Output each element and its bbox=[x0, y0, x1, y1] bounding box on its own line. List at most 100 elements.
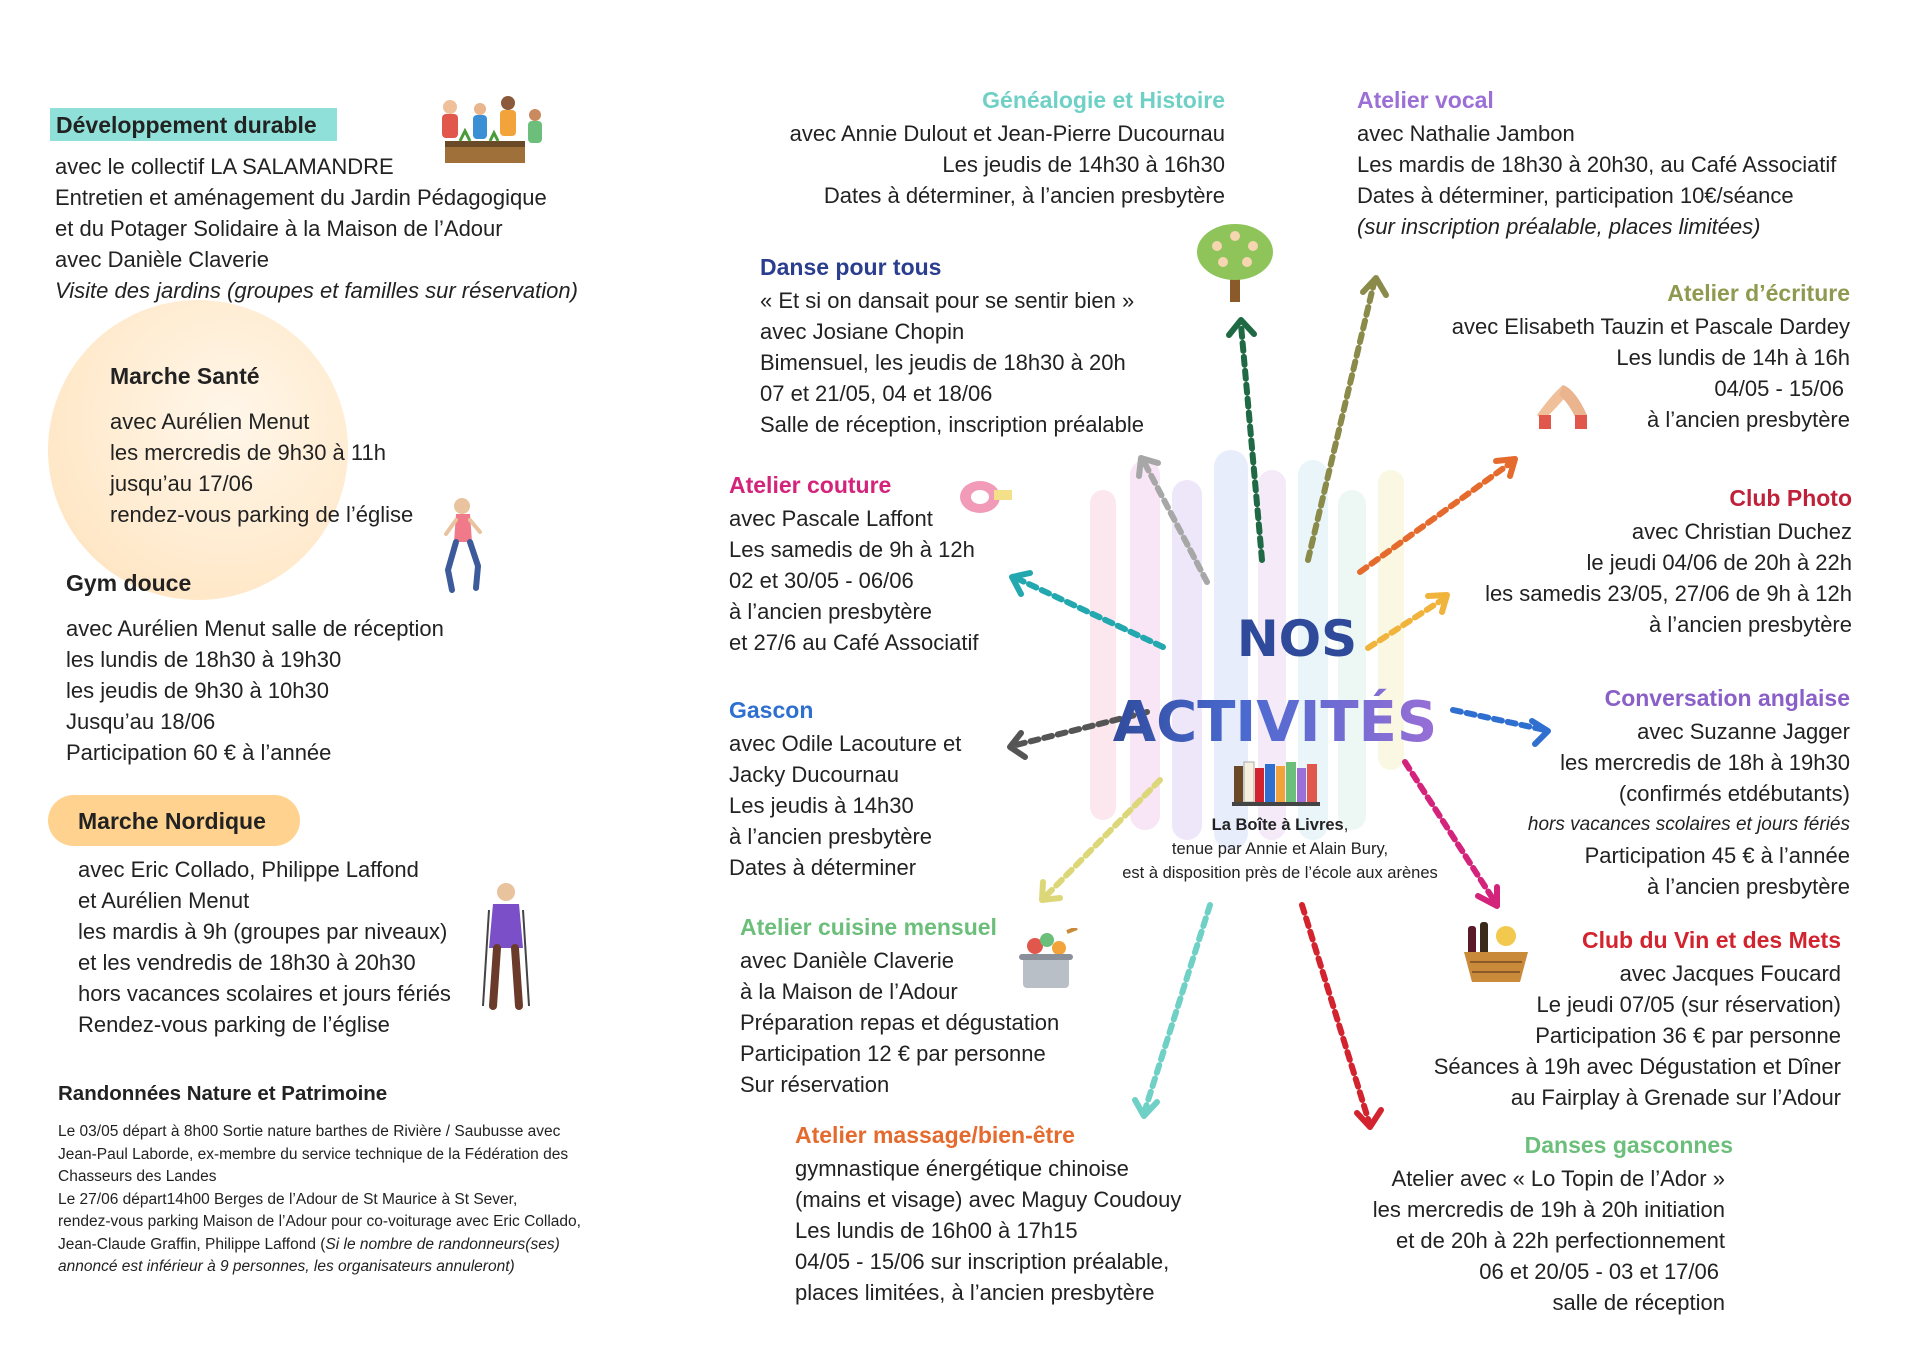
gym-douce-title: Gym douce bbox=[66, 570, 192, 596]
vin-line: au Fairplay à Grenade sur l’Adour bbox=[1510, 1085, 1841, 1110]
marche-sante-circle bbox=[48, 300, 348, 600]
jogging-woman-icon bbox=[444, 498, 482, 593]
genealogie-title: Généalogie et Histoire bbox=[982, 87, 1225, 113]
vocal-title: Atelier vocal bbox=[1357, 87, 1494, 113]
arrow-couture bbox=[1013, 575, 1166, 650]
marche-sante-line: avec Aurélien Menut bbox=[110, 409, 310, 434]
danses-gasconnes-block: Danses gasconnes Atelier avec « Lo Topin… bbox=[1372, 1130, 1733, 1318]
cooking-pot-icon bbox=[1019, 928, 1078, 988]
randonnees-block: Randonnées Nature et Patrimoine Le 03/05… bbox=[58, 1078, 581, 1279]
family-tree-icon bbox=[1197, 224, 1273, 302]
danses-gasconnes-line: les mercredis de 19h à 20h initiation bbox=[1372, 1197, 1725, 1222]
dev-durable-line: avec le collectif LA SALAMANDRE bbox=[55, 154, 394, 179]
couture-title: Atelier couture bbox=[729, 472, 892, 498]
couture-line: 02 et 30/05 - 06/06 bbox=[729, 568, 914, 593]
gym-douce-block: Gym douce avec Aurélien Menut salle de r… bbox=[66, 568, 444, 768]
arrow-anglaise-down bbox=[1402, 759, 1498, 905]
boite-comma: , bbox=[1343, 816, 1349, 834]
danses-gasconnes-line: Atelier avec « Lo Topin de l’Ador » bbox=[1391, 1166, 1725, 1191]
genealogie-line: Dates à déterminer, à l’ancien presbytèr… bbox=[823, 183, 1225, 208]
arrow-anglaise bbox=[1450, 707, 1548, 733]
vocal-block: Atelier vocal avec Nathalie Jambon Les m… bbox=[1357, 85, 1836, 242]
gardening-people-icon bbox=[442, 96, 542, 163]
vocal-italic: (sur inscription préalable, places limit… bbox=[1357, 214, 1761, 239]
marche-nordique-line: Rendez-vous parking de l’église bbox=[78, 1012, 390, 1037]
massage-line: Les lundis de 16h00 à 17h15 bbox=[795, 1218, 1078, 1243]
randonnees-mixed-italic: Si le nombre de randonneurs(ses) bbox=[325, 1235, 560, 1253]
vin-line: Séances à 19h avec Dégustation et Dîner bbox=[1433, 1054, 1841, 1079]
randonnees-line: Chasseurs des Landes bbox=[58, 1168, 217, 1185]
couture-block: Atelier couture avec Pascale Laffont Les… bbox=[729, 470, 979, 658]
danses-gasconnes-line: 06 et 20/05 - 03 et 17/06 bbox=[1479, 1259, 1719, 1284]
danses-gasconnes-line: salle de réception bbox=[1552, 1290, 1725, 1315]
boite-line: est à disposition près de l’école aux ar… bbox=[1122, 864, 1438, 882]
marche-nordique-title: Marche Nordique bbox=[48, 795, 300, 846]
arrow-danse bbox=[1140, 457, 1210, 585]
photo-line: le jeudi 04/06 de 20h à 22h bbox=[1586, 550, 1852, 575]
dev-durable-block: Développement durable avec le collectif … bbox=[50, 108, 578, 306]
marche-sante-line: rendez-vous parking de l’église bbox=[110, 502, 414, 527]
photo-title: Club Photo bbox=[1729, 485, 1852, 511]
boite-line: tenue par Annie et Alain Bury, bbox=[1171, 840, 1389, 858]
couture-line: Les samedis de 9h à 12h bbox=[729, 537, 975, 562]
danse-block: Danse pour tous « Et si on dansait pour … bbox=[760, 252, 1144, 440]
ecriture-line: 04/05 - 15/06 bbox=[1714, 376, 1844, 401]
arrow-cuisine bbox=[1042, 777, 1163, 900]
cuisine-line: Participation 12 € par personne bbox=[740, 1041, 1046, 1066]
dev-durable-italic: Visite des jardins (groupes et familles … bbox=[55, 278, 578, 303]
massage-line: gymnastique énergétique chinoise bbox=[795, 1156, 1129, 1181]
massage-block: Atelier massage/bien-être gymnastique én… bbox=[795, 1120, 1181, 1308]
marche-sante-title: Marche Santé bbox=[110, 363, 260, 389]
anglaise-line: les mercredis de 18h à 19h30 bbox=[1560, 750, 1850, 775]
marche-nordique-line: et Aurélien Menut bbox=[78, 888, 250, 913]
boite-title: La Boîte à Livres bbox=[1211, 816, 1344, 834]
ecriture-block: Atelier d’écriture avec Elisabeth Tauzin… bbox=[1452, 278, 1850, 435]
center-title-line1: NOS bbox=[1236, 610, 1358, 668]
vin-line: avec Jacques Foucard bbox=[1619, 961, 1841, 986]
gym-douce-line: les lundis de 18h30 à 19h30 bbox=[66, 647, 342, 672]
cuisine-line: Préparation repas et dégustation bbox=[740, 1010, 1060, 1035]
genealogie-block: Généalogie et Histoire avec Annie Dulout… bbox=[790, 85, 1225, 211]
couture-line: avec Pascale Laffont bbox=[729, 506, 933, 531]
cuisine-line: à la Maison de l’Adour bbox=[740, 979, 958, 1004]
vocal-line: avec Nathalie Jambon bbox=[1357, 121, 1575, 146]
randonnees-mixed-normal: Jean-Claude Graffin, Philippe Laffond ( bbox=[58, 1235, 326, 1253]
randonnees-mixed-line: Jean-Claude Graffin, Philippe Laffond (S… bbox=[58, 1234, 581, 1257]
photo-line: avec Christian Duchez bbox=[1631, 519, 1852, 544]
vin-line: Le jeudi 07/05 (sur réservation) bbox=[1536, 992, 1842, 1017]
arrow-photo bbox=[1365, 595, 1448, 651]
arrow-massage bbox=[1142, 902, 1213, 1113]
marche-sante-line: les mercredis de 9h30 à 11h bbox=[110, 440, 386, 465]
marche-sante-line: jusqu’au 17/06 bbox=[110, 471, 254, 496]
gascon-line: Dates à déterminer bbox=[729, 855, 917, 880]
randonnees-line: Jean-Paul Laborde, ex-membre du service … bbox=[58, 1145, 569, 1163]
marche-nordique-line: et les vendredis de 18h30 à 20h30 bbox=[78, 950, 416, 975]
danse-line: « Et si on dansait pour se sentir bien » bbox=[760, 288, 1135, 313]
randonnees-last-italic: annoncé est inférieur à 9 personnes, les… bbox=[58, 1258, 515, 1275]
arrow-gascon bbox=[1009, 709, 1150, 749]
cuisine-title: Atelier cuisine mensuel bbox=[740, 914, 997, 940]
anglaise-line2: à l’ancien presbytère bbox=[1646, 874, 1850, 899]
danse-line: Salle de réception, inscription préalabl… bbox=[760, 412, 1145, 437]
vocal-line: Les mardis de 18h30 à 20h30, au Café Ass… bbox=[1357, 152, 1837, 177]
vocal-line: Dates à déterminer, participation 10€/sé… bbox=[1357, 183, 1794, 208]
hiking-man-icon bbox=[482, 883, 530, 1010]
cuisine-block: Atelier cuisine mensuel avec Danièle Cla… bbox=[740, 912, 1059, 1100]
arrow-ecriture bbox=[1357, 459, 1515, 575]
massage-line: 04/05 - 15/06 sur inscription préalable, bbox=[795, 1249, 1170, 1274]
cuisine-line: Sur réservation bbox=[740, 1072, 890, 1097]
gascon-line: avec Odile Lacouture et bbox=[729, 731, 962, 756]
danses-gasconnes-line: et de 20h à 22h perfectionnement bbox=[1395, 1228, 1725, 1253]
randonnees-line: rendez-vous parking Maison de l’Adour po… bbox=[58, 1213, 581, 1230]
massage-line: (mains et visage) avec Maguy Coudouy bbox=[795, 1187, 1182, 1212]
wine-basket-icon bbox=[1464, 922, 1528, 982]
vin-block: Club du Vin et des Mets avec Jacques Fou… bbox=[1434, 925, 1841, 1113]
gym-douce-line: Participation 60 € à l’année bbox=[66, 740, 332, 765]
dev-durable-line: avec Danièle Claverie bbox=[55, 247, 269, 272]
ecriture-line: avec Elisabeth Tauzin et Pascale Dardey bbox=[1451, 314, 1850, 339]
center-title-line2: ACTIVITÉS bbox=[1105, 681, 1445, 765]
danse-title: Danse pour tous bbox=[760, 254, 942, 280]
genealogie-line: Les jeudis de 14h30 à 16h30 bbox=[942, 152, 1225, 177]
marche-nordique-line: avec Eric Collado, Philippe Laffond bbox=[78, 857, 419, 882]
